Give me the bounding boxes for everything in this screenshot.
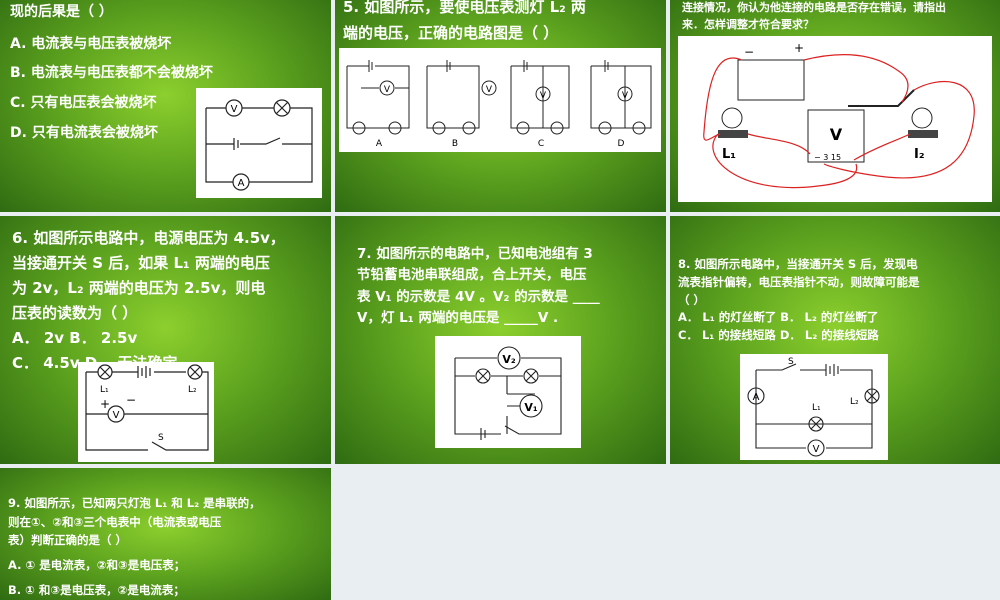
q6-l1-label: L₁ bbox=[100, 385, 109, 395]
slide-q9: 9. 如图所示，已知两只灯泡 L₁ 和 L₂ 是串联的， 则在①、②和③三个电表… bbox=[0, 468, 331, 600]
q4-option-d: D. 只有电流表会被烧坏 bbox=[10, 124, 158, 141]
q6-line-2: 为 2v，L₂ 两端的电压为 2.5v，则电 bbox=[12, 279, 266, 298]
q5-line-0: 5. 如图所示，要使电压表测灯 L₂ 两 bbox=[343, 0, 586, 16]
wiring-line-0: 连接情况，你认为他连接的电路是否存在错误，请指出 bbox=[682, 1, 946, 14]
q5-label-a: A bbox=[376, 139, 383, 149]
q4-option-c: C. 只有电压表会被烧坏 bbox=[10, 95, 157, 112]
q6-switch-label: S bbox=[158, 433, 164, 443]
q6-line-3: 压表的读数为（ ） bbox=[12, 304, 138, 323]
q6-minus-label: − bbox=[126, 393, 136, 407]
voltmeter-label: V bbox=[231, 104, 238, 115]
q8-options-cd: C． L₁ 的接线短路 D． L₂ 的接线短路 bbox=[678, 328, 879, 343]
q6-line-0: 6. 如图所示电路中，电源电压为 4.5v， bbox=[12, 229, 285, 247]
q4-option-a: A. 电流表与电压表被烧坏 bbox=[10, 35, 172, 52]
slide-q5-text: 5. 如图所示，要使电压表测灯 L₂ 两 端的电压，正确的电路图是（ ） bbox=[343, 0, 586, 47]
q8-l1-label: L₁ bbox=[812, 403, 821, 413]
q7-v1-label: V₁ bbox=[524, 401, 538, 414]
q5-line-1: 端的电压，正确的电路图是（ ） bbox=[343, 24, 559, 43]
q7-line-3: V，灯 L₁ 两端的电压是 _____V . bbox=[357, 309, 559, 326]
slide-wiring-question: 连接情况，你认为他连接的电路是否存在错误，请指出 来．怎样调整才符合要求？ − … bbox=[670, 0, 1000, 212]
q8-line-1: 流表指针偏转，电压表指针不动，则故障可能是 bbox=[678, 274, 920, 289]
q9-option-a: A. ① 是电流表，②和③是电压表； bbox=[8, 557, 186, 572]
q8-switch-label: S bbox=[788, 357, 794, 367]
wiring-question-text: 连接情况，你认为他连接的电路是否存在错误，请指出 来．怎样调整才符合要求？ bbox=[682, 0, 946, 33]
q6-line-1: 当接通开关 S 后，如果 L₁ 两端的电压 bbox=[12, 254, 270, 273]
q8-options-ab: A． L₁ 的灯丝断了 B． L₂ 的灯丝断了 bbox=[678, 310, 879, 325]
slide-q8-text: 8. 如图所示电路中，当接通开关 S 后，发现电 流表指针偏转，电压表指针不动，… bbox=[678, 256, 920, 345]
meter-v-label: V bbox=[830, 125, 843, 144]
q6-l2-label: L₂ bbox=[188, 385, 197, 395]
q8-line-2: （ ） bbox=[678, 292, 706, 307]
q9-line-1: 则在①、②和③三个电表中（电流表或电压 bbox=[8, 514, 222, 529]
q9-line-2: 表）判断正确的是（ ） bbox=[8, 533, 128, 548]
slide-q5: 5. 如图所示，要使电压表测灯 L₂ 两 端的电压，正确的电路图是（ ） bbox=[335, 0, 666, 212]
q8-circuit-diagram: S A L₁ L₂ V bbox=[740, 354, 888, 460]
q6-circuit-diagram: L₁ L₂ + − V S bbox=[78, 362, 214, 462]
q5-a-voltmeter: V bbox=[384, 85, 391, 95]
q5-circuit-diagrams: V V V V A B C D bbox=[339, 48, 661, 152]
slide-q8: 8. 如图所示电路中，当接通开关 S 后，发现电 流表指针偏转，电压表指针不动，… bbox=[670, 216, 1000, 464]
q5-d-voltmeter: V bbox=[622, 91, 629, 101]
lamp-l1-label: L₁ bbox=[722, 147, 736, 162]
q7-line-1: 节铅蓄电池串联组成，合上开关，电压 bbox=[357, 267, 587, 284]
q4-circuit-diagram: V A bbox=[196, 88, 322, 198]
slide-q7: 7. 如图所示的电路中，已知电池组有 3 节铅蓄电池串联组成，合上开关，电压 表… bbox=[335, 216, 666, 464]
q7-line-2: 表 V₁ 的示数是 4V 。V₂ 的示数是 ____ bbox=[357, 288, 600, 305]
q4-line-0: 现的后果是（ ） bbox=[10, 4, 113, 20]
q7-line-0: 7. 如图所示的电路中，已知电池组有 3 bbox=[357, 246, 593, 262]
q5-label-c: C bbox=[538, 139, 544, 149]
lamp-l2-label: I₂ bbox=[914, 147, 925, 162]
q9-line-0: 9. 如图所示，已知两只灯泡 L₁ 和 L₂ 是串联的， bbox=[8, 496, 261, 510]
q7-circuit-diagram: V₂ V₁ bbox=[435, 336, 581, 448]
q5-c-voltmeter: V bbox=[540, 91, 547, 101]
battery-plus-label: + bbox=[794, 41, 804, 55]
slide-q6-text: 6. 如图所示电路中，电源电压为 4.5v， 当接通开关 S 后，如果 L₁ 两… bbox=[12, 226, 285, 376]
meter-scale-label: − 3 15 bbox=[814, 153, 841, 162]
slide-q7-text: 7. 如图所示的电路中，已知电池组有 3 节铅蓄电池串联组成，合上开关，电压 表… bbox=[357, 244, 600, 329]
q6-plus-label: + bbox=[100, 397, 110, 411]
battery-minus-label: − bbox=[744, 45, 754, 59]
q8-l2-label: L₂ bbox=[850, 397, 859, 407]
ammeter-label: A bbox=[238, 178, 245, 189]
q5-label-d: D bbox=[618, 139, 625, 149]
q8-voltmeter-label: V bbox=[813, 444, 820, 455]
q4-option-b: B. 电流表与电压表都不会被烧坏 bbox=[10, 65, 213, 82]
wiring-photo-diagram: − + V − 3 15 L₁ I₂ bbox=[678, 36, 992, 202]
q9-option-b: B. ① 和③是电压表，②是电流表； bbox=[8, 582, 185, 597]
slide-q4-text: 现的后果是（ ） A. 电流表与电压表被烧坏 B. 电流表与电压表都不会被烧坏 … bbox=[10, 2, 213, 144]
slide-q6: 6. 如图所示电路中，电源电压为 4.5v， 当接通开关 S 后，如果 L₁ 两… bbox=[0, 216, 331, 464]
q6-options-ab: A． 2v B． 2.5v bbox=[12, 329, 138, 348]
wiring-line-1: 来．怎样调整才符合要求？ bbox=[682, 17, 814, 31]
slide-q4: 现的后果是（ ） A. 电流表与电压表被烧坏 B. 电流表与电压表都不会被烧坏 … bbox=[0, 0, 331, 212]
q7-v2-label: V₂ bbox=[502, 353, 516, 366]
q8-line-0: 8. 如图所示电路中，当接通开关 S 后，发现电 bbox=[678, 257, 918, 271]
q5-label-b: B bbox=[452, 139, 458, 149]
q6-voltmeter-label: V bbox=[113, 410, 120, 421]
slide-q9-text: 9. 如图所示，已知两只灯泡 L₁ 和 L₂ 是串联的， 则在①、②和③三个电表… bbox=[8, 494, 261, 599]
q5-b-voltmeter: V bbox=[486, 85, 493, 95]
q8-ammeter-label: A bbox=[753, 392, 760, 403]
